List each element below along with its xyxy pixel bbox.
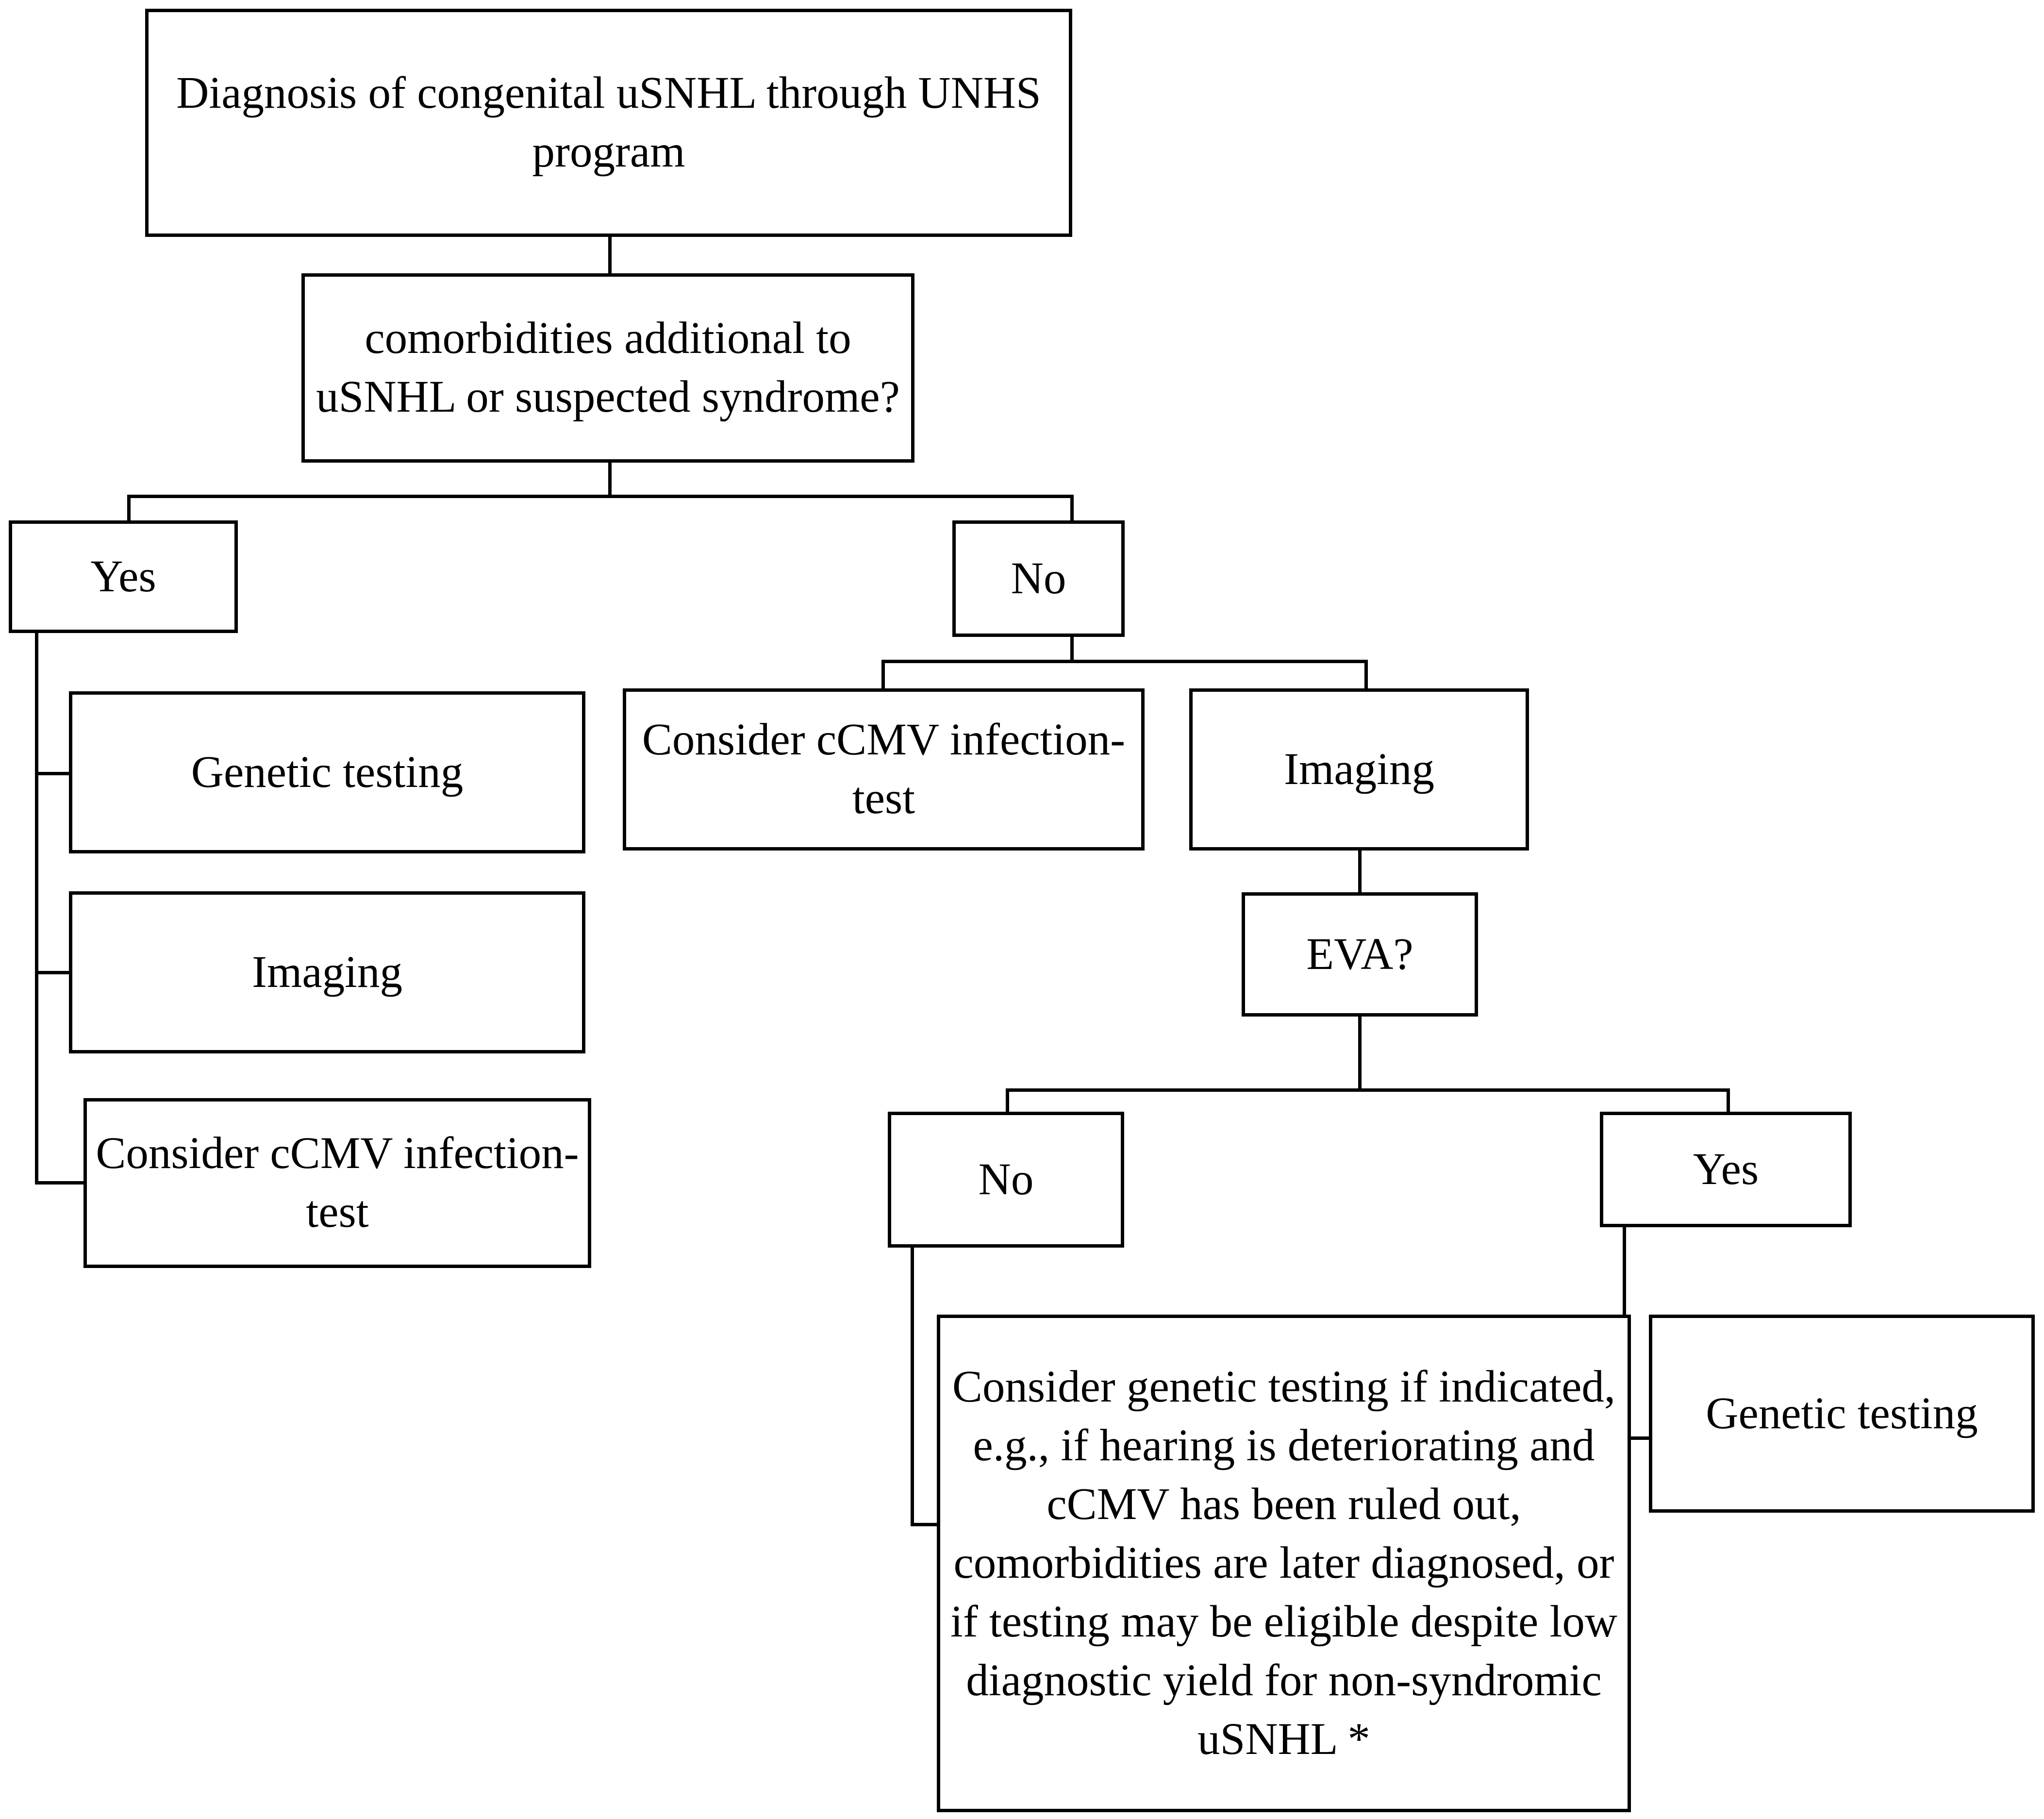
edge-decision-split-bar <box>127 495 1074 498</box>
node-no-ccmv-test-label: Consider cCMV infection-test <box>642 715 1126 823</box>
node-yes-ccmv-test[interactable]: Consider cCMV infection-test <box>83 1098 591 1268</box>
node-yes-ccmv-test-label: Consider cCMV infection-test <box>96 1128 579 1237</box>
edge-decision-stem <box>608 460 612 498</box>
node-yes-imaging-label: Imaging <box>252 947 402 997</box>
edge-imaging-to-eva <box>1358 849 1362 895</box>
edge-no-to-ccmv <box>881 660 885 690</box>
node-eva-no-note[interactable]: Consider genetic testing if indicated, e… <box>937 1315 1631 1812</box>
edge-decision-to-yes <box>127 495 131 523</box>
node-eva-yes-label: Yes <box>1693 1144 1759 1194</box>
node-branch-yes-label: Yes <box>90 551 156 601</box>
node-eva-yes[interactable]: Yes <box>1600 1112 1852 1227</box>
node-yes-genetic-testing-label: Genetic testing <box>191 747 464 797</box>
edge-decision-to-no <box>1070 495 1074 523</box>
node-branch-yes[interactable]: Yes <box>9 520 238 633</box>
edge-no-to-imaging <box>1364 660 1368 690</box>
node-no-ccmv-test[interactable]: Consider cCMV infection-test <box>623 688 1145 851</box>
node-yes-genetic-testing[interactable]: Genetic testing <box>69 691 585 853</box>
node-root-label: Diagnosis of congenital uSNHL through UN… <box>176 68 1041 177</box>
node-decision-comorbidities-label: comorbidities additional to uSNHL or sus… <box>316 313 900 422</box>
node-eva-no-label: No <box>978 1154 1034 1204</box>
node-eva-no-note-label: Consider genetic testing if indicated, e… <box>950 1362 1618 1764</box>
edge-eva-stem <box>1358 1015 1362 1091</box>
node-decision-eva-label: EVA? <box>1306 929 1413 979</box>
edge-yes-to-ccmv <box>35 1181 100 1185</box>
node-root-diagnosis[interactable]: Diagnosis of congenital uSNHL through UN… <box>145 9 1072 237</box>
edge-eva-to-yes <box>1727 1088 1730 1115</box>
edge-yes-spine <box>35 631 38 1185</box>
node-decision-eva[interactable]: EVA? <box>1242 892 1478 1017</box>
node-branch-no[interactable]: No <box>952 520 1125 637</box>
node-eva-yes-genetic-testing-label: Genetic testing <box>1706 1388 1978 1438</box>
edge-evano-to-note-horizontal <box>911 1523 939 1526</box>
node-branch-no-label: No <box>1011 553 1066 603</box>
node-no-imaging-label: Imaging <box>1284 744 1434 794</box>
edge-eva-to-no <box>1006 1088 1009 1115</box>
node-no-imaging[interactable]: Imaging <box>1189 688 1529 851</box>
edge-eva-split-bar <box>1006 1088 1730 1092</box>
node-eva-no[interactable]: No <box>888 1112 1124 1248</box>
edge-no-stem <box>1070 635 1074 663</box>
edge-root-to-decision <box>608 235 612 275</box>
node-decision-comorbidities[interactable]: comorbidities additional to uSNHL or sus… <box>301 273 914 463</box>
node-yes-imaging[interactable]: Imaging <box>69 891 585 1053</box>
node-eva-yes-genetic-testing[interactable]: Genetic testing <box>1649 1315 2035 1513</box>
edge-evayes-to-genetic-horizontal <box>1623 1436 1651 1440</box>
edge-no-split-bar <box>881 660 1368 663</box>
edge-evano-to-note-vertical <box>911 1246 914 1526</box>
edge-yes-to-genetic-testing <box>35 772 86 775</box>
edge-yes-to-imaging <box>35 971 86 974</box>
